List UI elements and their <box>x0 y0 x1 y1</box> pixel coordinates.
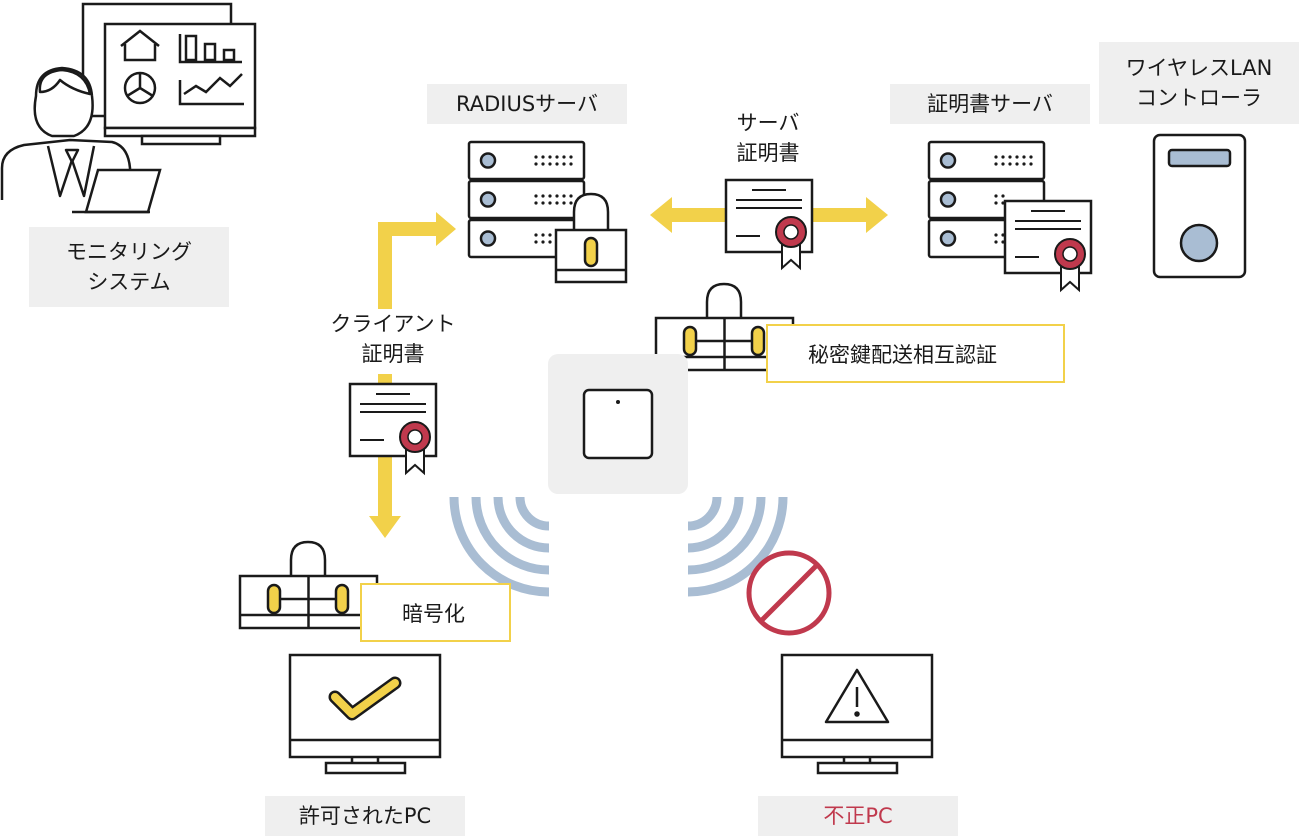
certificate-icon <box>348 382 438 476</box>
unauthorized-pc-label: 不正PC <box>758 796 958 836</box>
padlock-icon <box>554 192 628 284</box>
client-cert-line2: 証明書 <box>361 342 425 367</box>
allowed-pc-monitor-icon <box>288 653 442 775</box>
server-certificate-label: サーバ 証明書 <box>714 108 822 174</box>
wlan-controller-line2: コントローラ <box>1135 86 1262 110</box>
allowed-pc-label: 許可されたPC <box>265 796 465 836</box>
client-certificate-label: クライアント 証明書 <box>314 309 472 373</box>
client-cert-arrow-icon <box>369 212 456 538</box>
mutual-auth-text: 秘密鍵配送相互認証 <box>808 342 997 367</box>
encryption-text: 暗号化 <box>402 601 465 626</box>
certificate-icon <box>1003 199 1093 293</box>
monitoring-system-label: モニタリング システム <box>29 227 229 307</box>
unauthorized-pc-text: 不正PC <box>823 803 893 828</box>
monitoring-label-line2: システム <box>87 270 171 294</box>
double-arrow-icon <box>650 197 888 233</box>
ban-icon <box>746 550 832 636</box>
wlan-controller-line1: ワイヤレスLAN <box>1125 55 1273 80</box>
monitoring-label-line1: モニタリング <box>66 239 192 264</box>
radius-server-label: RADIUSサーバ <box>427 84 627 124</box>
server-cert-line2: 証明書 <box>736 141 800 166</box>
laptop-icon <box>72 168 162 214</box>
dashboard-monitor-icon <box>81 2 257 146</box>
certificate-server-label: 証明書サーバ <box>890 84 1090 124</box>
certificate-icon <box>724 178 814 271</box>
wireless-controller-icon <box>1152 133 1247 279</box>
server-cert-line1: サーバ <box>736 111 800 135</box>
radius-server-text: RADIUSサーバ <box>456 91 598 116</box>
mutual-auth-label: 秘密鍵配送相互認証 <box>766 324 1065 383</box>
client-cert-line1: クライアント <box>330 312 456 336</box>
wifi-waves-icon <box>449 496 788 597</box>
monitoring-person-icon <box>0 66 132 200</box>
wlan-controller-label: ワイヤレスLAN コントローラ <box>1099 42 1299 124</box>
check-icon-fill <box>331 679 399 718</box>
key-lock-icon <box>238 540 379 630</box>
warning-icon <box>824 668 890 724</box>
cert-server-text: 証明書サーバ <box>927 91 1053 116</box>
encryption-label: 暗号化 <box>360 583 511 642</box>
allowed-pc-text: 許可されたPC <box>298 803 432 828</box>
access-point-icon <box>548 354 688 494</box>
